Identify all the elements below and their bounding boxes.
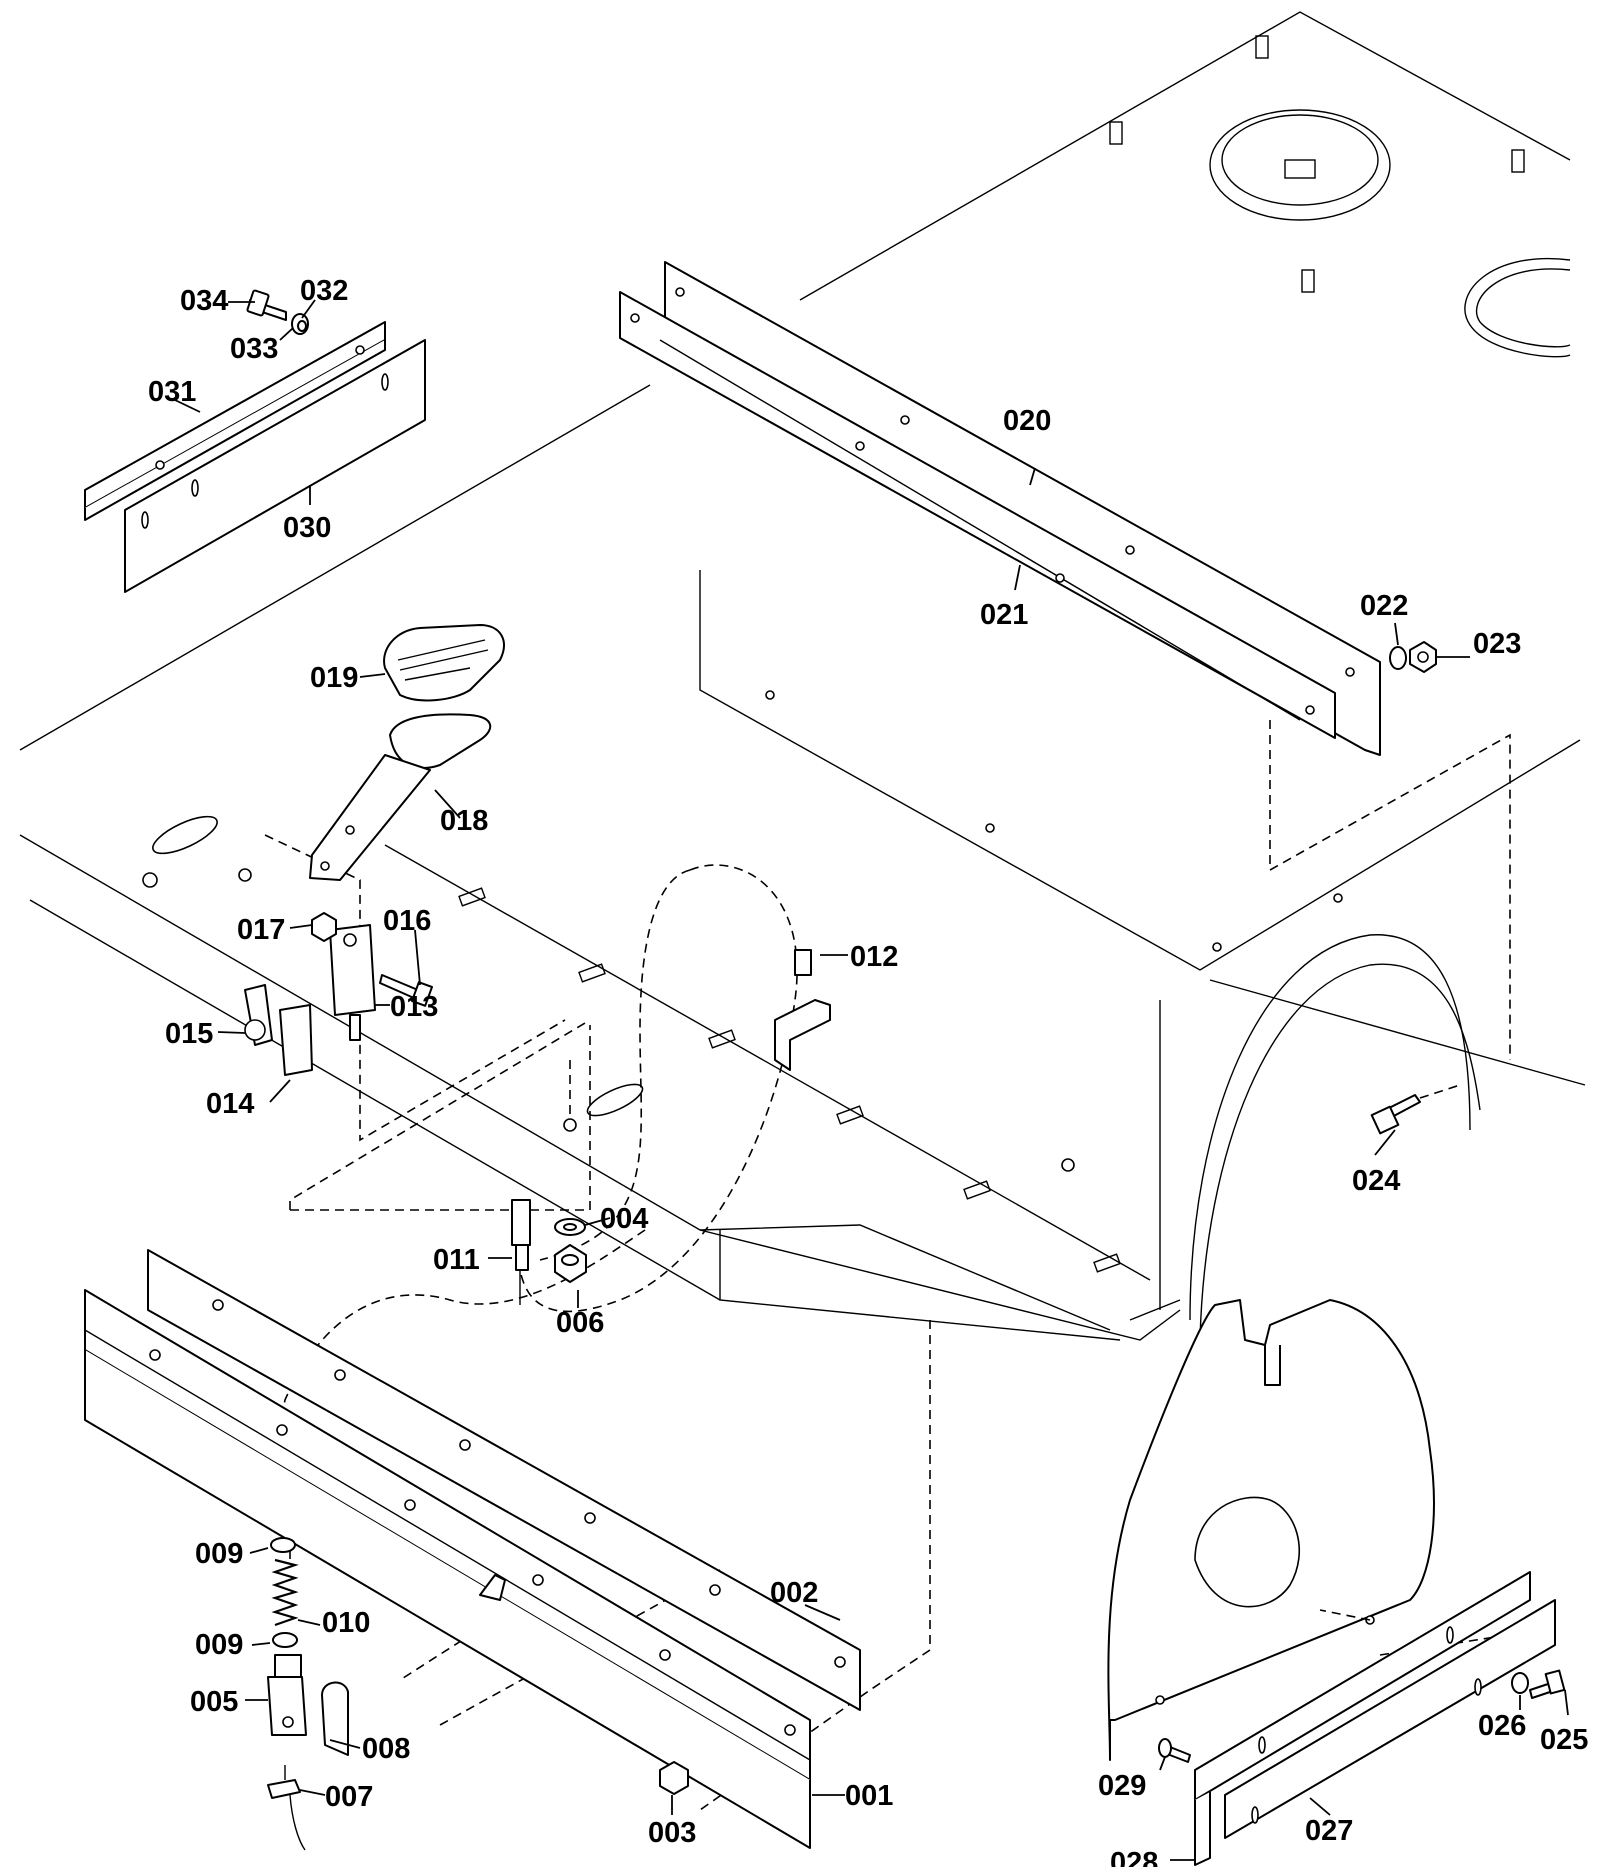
- machine-body-outline: [19, 11, 1586, 1761]
- callout-010: 010: [322, 1607, 370, 1639]
- part-021-rail: [619, 291, 1336, 739]
- part-005-clevis: [267, 1654, 307, 1736]
- callout-006: 006: [556, 1307, 604, 1339]
- callout-001: 001: [845, 1780, 893, 1812]
- part-011-cable-end: [511, 1199, 531, 1305]
- callout-023: 023: [1473, 628, 1521, 660]
- callout-031: 031: [148, 376, 196, 408]
- part-014-015-clevis-clip: [244, 984, 313, 1076]
- callout-labels: 001 002 003 004 005 006 007 008 009 009 …: [148, 275, 1588, 1867]
- part-010-spring: [271, 1558, 299, 1627]
- callout-025: 025: [1540, 1724, 1588, 1756]
- part-030-plate: [124, 339, 426, 593]
- callout-003: 003: [648, 1817, 696, 1849]
- part-029-bolt: [1158, 1738, 1191, 1763]
- callout-021: 021: [980, 599, 1028, 631]
- callout-028: 028: [1110, 1847, 1158, 1867]
- part-016-bolt: [379, 974, 433, 1007]
- callout-030: 030: [283, 512, 331, 544]
- callout-005: 005: [190, 1686, 238, 1718]
- callout-017: 017: [237, 914, 285, 946]
- callout-009-upper: 009: [195, 1538, 243, 1570]
- part-022-023-washer-nut: [1389, 641, 1437, 673]
- part-001-rail: [84, 1289, 811, 1849]
- part-017-nut: [311, 912, 337, 942]
- part-024-bolt: [1370, 1094, 1421, 1135]
- callout-012: 012: [850, 941, 898, 973]
- callout-024: 024: [1352, 1165, 1400, 1197]
- part-009-washer-upper: [270, 1537, 296, 1553]
- part-027-plate: [1224, 1599, 1556, 1839]
- part-034-bolt: [246, 289, 287, 321]
- part-025-026-bolt-washer: [1511, 1669, 1566, 1699]
- callout-009-lower: 009: [195, 1629, 243, 1661]
- part-013-clevis: [329, 924, 376, 1041]
- callout-018: 018: [440, 805, 488, 837]
- part-006-nut: [554, 1244, 587, 1283]
- part-018-pedal-arm: [309, 713, 492, 881]
- part-032-033-washers: [291, 313, 309, 335]
- part-004-washer: [554, 1218, 586, 1236]
- callout-016: 016: [383, 905, 431, 937]
- callout-026: 026: [1478, 1710, 1526, 1742]
- part-031-plate: [84, 321, 386, 521]
- part-012-bracket: [774, 949, 831, 1071]
- part-019-pedal-pad: [383, 624, 505, 702]
- callout-019: 019: [310, 662, 358, 694]
- part-007-cable: [267, 1765, 306, 1851]
- callout-014: 014: [206, 1088, 254, 1120]
- callout-015: 015: [165, 1018, 213, 1050]
- callout-002: 002: [770, 1577, 818, 1609]
- callout-029: 029: [1098, 1770, 1146, 1802]
- part-009-washer-lower: [272, 1632, 298, 1648]
- callout-033: 033: [230, 333, 278, 365]
- part-002-rail: [147, 1249, 861, 1711]
- callout-034: 034: [180, 285, 228, 317]
- part-003-nut: [659, 1761, 689, 1795]
- callout-013: 013: [390, 991, 438, 1023]
- callout-027: 027: [1305, 1815, 1353, 1847]
- callout-008: 008: [362, 1733, 410, 1765]
- leader-lines: [174, 299, 1569, 1861]
- callout-032: 032: [300, 275, 348, 307]
- callout-020: 020: [1003, 405, 1051, 437]
- callout-011: 011: [433, 1244, 480, 1276]
- part-028-plate: [1194, 1571, 1531, 1866]
- callout-007: 007: [325, 1781, 373, 1813]
- callout-004: 004: [600, 1203, 648, 1235]
- callout-022: 022: [1360, 590, 1408, 622]
